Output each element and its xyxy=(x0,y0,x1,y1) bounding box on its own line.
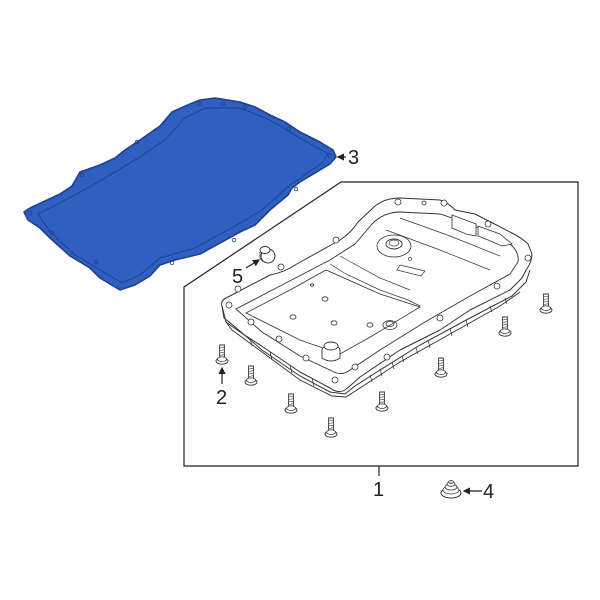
callout-4-label[interactable]: 4 xyxy=(483,481,494,503)
oil-pan-flange-holes xyxy=(225,198,532,384)
oil-pan-fill-boss xyxy=(321,341,341,362)
gasket-inner-bead xyxy=(37,107,329,284)
oil-pan-floor xyxy=(245,269,421,355)
callout-2[interactable]: 2 xyxy=(216,366,227,409)
oil-pan-part-1[interactable] xyxy=(221,197,533,398)
oil-pan-drain-boss xyxy=(376,234,426,277)
callout-2-label[interactable]: 2 xyxy=(216,387,227,409)
oil-pan-channel xyxy=(329,217,501,307)
callout-1-label[interactable]: 1 xyxy=(373,479,384,501)
callout-5-label[interactable]: 5 xyxy=(232,266,243,288)
drain-plug-part-4[interactable] xyxy=(440,480,462,499)
oil-pan-ribs xyxy=(249,297,508,387)
callout-5[interactable]: 5 xyxy=(232,259,261,288)
callout-5-arrow xyxy=(245,259,261,269)
gasket-bolt-holes xyxy=(27,101,332,266)
oil-pan-inner-rim xyxy=(235,211,519,375)
callout-3[interactable]: 3 xyxy=(336,147,359,169)
gasket-part-3[interactable] xyxy=(23,97,337,291)
oil-pan-rear-block xyxy=(451,214,513,247)
callout-3-label[interactable]: 3 xyxy=(348,147,359,169)
oil-pan-flange xyxy=(221,197,533,393)
callout-4[interactable]: 4 xyxy=(462,481,494,503)
gasket-shape[interactable] xyxy=(23,97,337,291)
callout-1[interactable]: 1 xyxy=(373,466,384,501)
oil-pan-floor-holes xyxy=(289,283,398,330)
fill-plug-part-5[interactable] xyxy=(259,246,276,264)
oil-pan-sidewall xyxy=(221,269,531,395)
